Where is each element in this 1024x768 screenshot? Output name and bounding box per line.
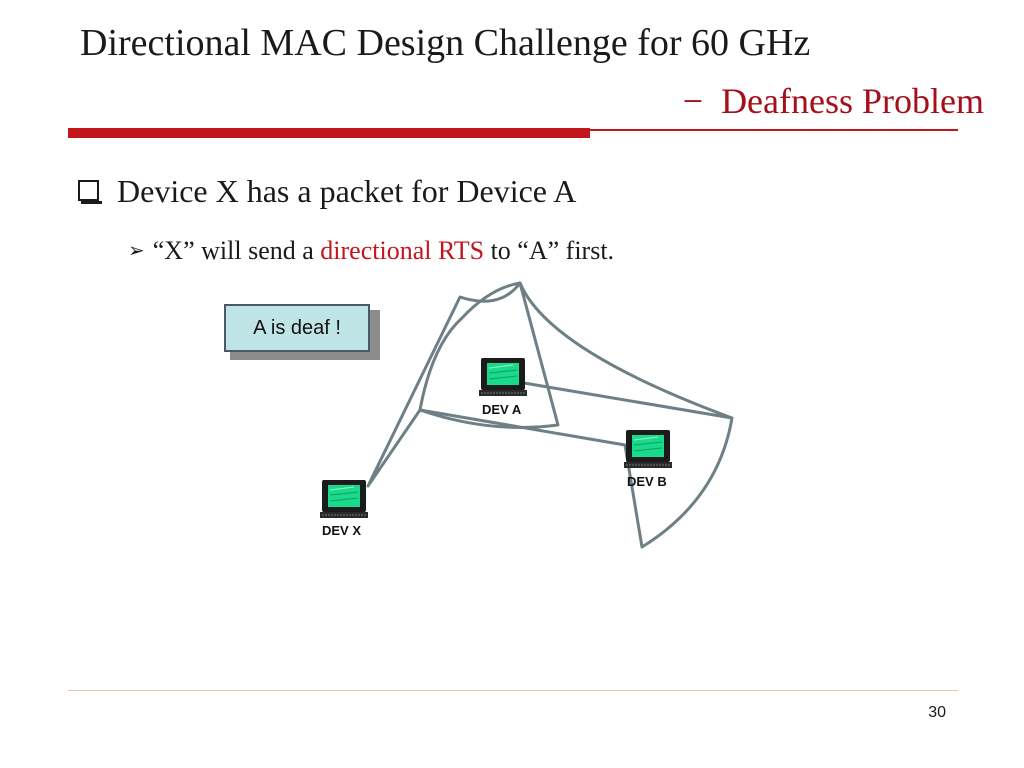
bullet-level1-text: Device X has a packet for Device A [117, 173, 577, 209]
bullet-level2-text-after: to “A” first. [484, 236, 615, 265]
slide-title: Directional MAC Design Challenge for 60 … [80, 22, 811, 64]
bullet-level2-highlight: directional RTS [320, 236, 485, 265]
bullet-level2: ➢ “X” will send a directional RTS to “A” … [128, 230, 614, 271]
device-b-icon [623, 429, 673, 469]
page-number: 30 [928, 704, 946, 721]
subtitle-dash: − [682, 81, 704, 121]
square-checkbox-icon [78, 180, 102, 204]
bullet-level1: Device X has a packet for Device A [78, 168, 576, 214]
title-rule-thin [590, 129, 958, 131]
device-x-label: DEV X [322, 523, 361, 538]
device-b-label: DEV B [627, 474, 667, 489]
bullet-level2-text-before: “X” will send a [152, 236, 321, 265]
device-a-label: DEV A [482, 402, 522, 417]
device-x-icon [319, 479, 369, 519]
arrowhead-icon: ➢ [128, 238, 145, 262]
title-rule-thick [68, 128, 590, 138]
slide-subtitle: −Deafness Problem [683, 78, 984, 124]
subtitle-text: Deafness Problem [721, 81, 984, 121]
footer-rule [68, 690, 958, 691]
callout-deaf: A is deaf ! [224, 304, 370, 352]
link-line-a-b [523, 381, 733, 420]
beam-sector-dev-b [418, 281, 734, 549]
device-a-icon [478, 357, 528, 397]
